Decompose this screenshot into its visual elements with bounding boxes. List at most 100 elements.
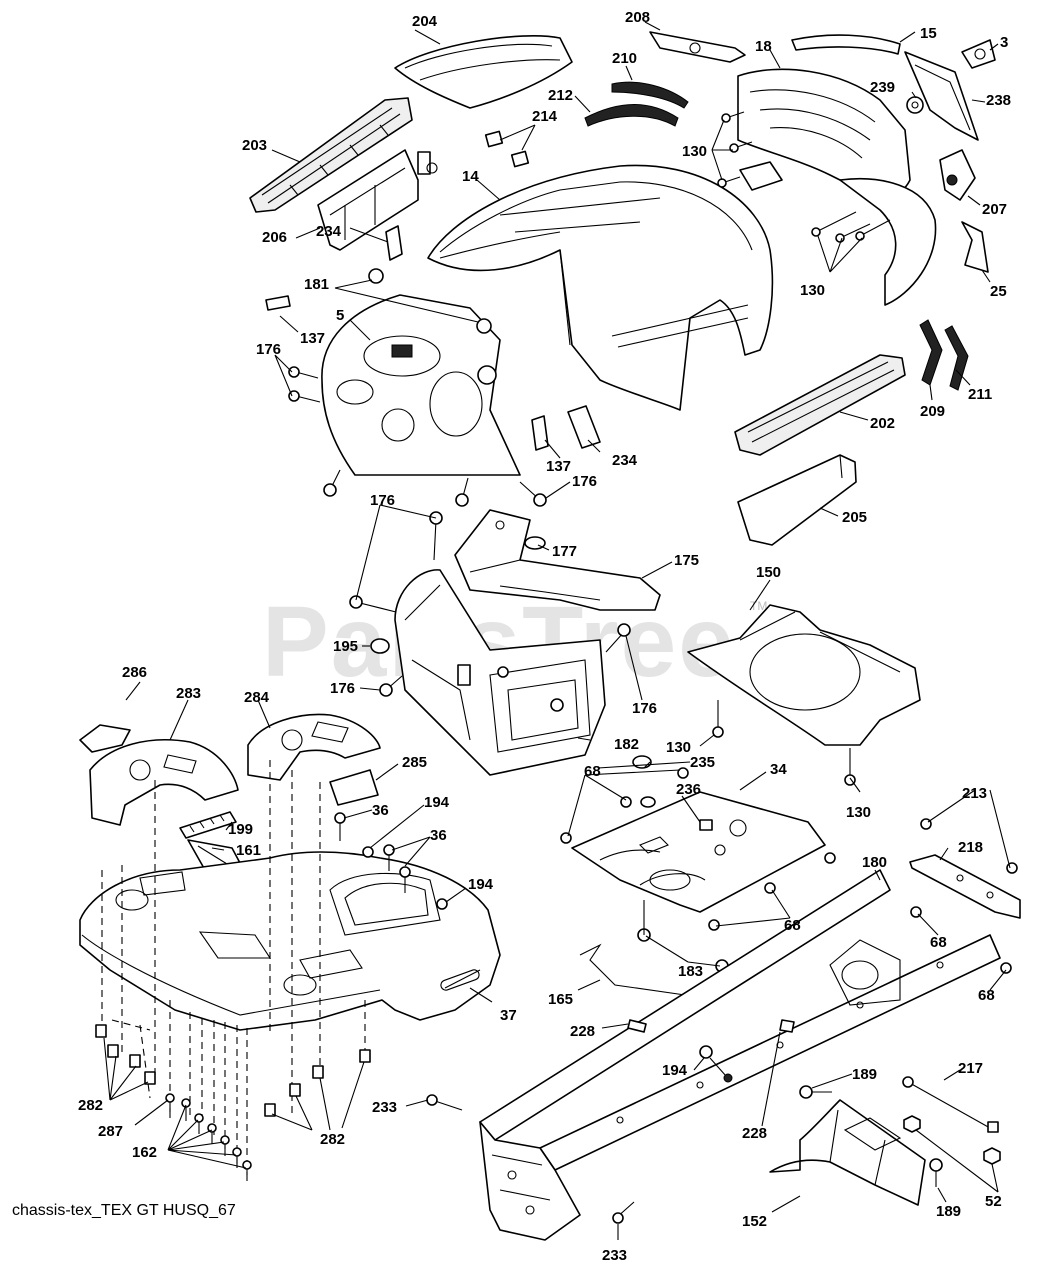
callout-206: 206 [262,229,287,246]
part-lower-grille-202 [734,354,906,456]
callout-286: 286 [122,664,147,681]
callout-14: 14 [462,168,479,185]
callout-176-b: 176 [572,473,597,490]
callout-25: 25 [990,283,1007,300]
callout-218: 218 [958,839,983,856]
callout-235: 235 [690,754,715,771]
callout-176-d: 176 [330,680,355,697]
callout-202: 202 [870,415,895,432]
part-rod-165 [579,943,686,996]
hardware-36-194 [334,812,448,910]
callout-34: 34 [770,761,787,778]
callout-207: 207 [982,201,1007,218]
part-front-shroud [737,68,911,198]
part-inserts-209-211 [919,319,969,391]
callout-236: 236 [676,781,701,798]
part-clip-199 [179,811,237,839]
callout-203: 203 [242,137,267,154]
part-headlight-housing-207 [939,149,976,201]
part-bottom-panel-205 [737,454,857,546]
part-grille-bracket [317,149,438,251]
callout-68-d: 68 [978,987,995,1004]
callout-214: 214 [532,108,558,125]
callout-209: 209 [920,403,945,420]
callout-68-a: 68 [584,763,601,780]
callout-194-b: 194 [468,876,494,893]
callout-3: 3 [1000,34,1008,51]
callout-211: 211 [968,386,992,403]
part-fender-cap-286 [79,724,131,753]
callout-194-c: 194 [662,1062,688,1079]
callout-150: 150 [756,564,781,581]
callout-283: 283 [176,685,201,702]
callout-208: 208 [625,9,650,26]
part-nuts-52 [903,1115,1001,1165]
callout-130-b: 130 [800,282,825,299]
callout-18: 18 [755,38,772,55]
callout-183: 183 [678,963,703,980]
bolts-68 [560,767,1018,974]
part-fittings-228 [627,1019,795,1033]
part-frame-180 [479,869,1001,1241]
bolts-189 [799,1085,943,1187]
clips-282 [95,1024,371,1117]
callout-161: 161 [236,842,261,859]
callout-210: 210 [612,50,637,67]
callout-176-e: 176 [632,700,657,717]
part-dash-panel-5 [321,294,521,476]
screws-162-287 [165,1093,252,1181]
part-lower-shroud [839,177,937,306]
part-main-hood [427,164,774,411]
callout-15: 15 [920,25,937,42]
part-fender-panel-283 [89,739,239,826]
part-bracket-137-right [531,415,549,451]
callout-195: 195 [333,638,358,655]
part-trim-strip-15 [791,34,901,55]
part-grille-insert-212 [584,104,679,127]
callout-194-a: 194 [424,794,450,811]
screws-130-middle [712,700,856,786]
callout-233-b: 233 [602,1247,627,1264]
part-skid-plate-152 [769,1099,926,1206]
part-grip-285 [329,769,379,806]
callout-228-b: 228 [742,1125,767,1142]
callout-176-c: 176 [370,492,395,509]
callout-233-a: 233 [372,1099,397,1116]
callout-152: 152 [742,1213,767,1230]
callout-130-d: 130 [846,804,871,821]
part-dash-tower-182 [394,569,606,776]
callout-175: 175 [674,552,699,569]
callout-234-a: 234 [316,223,342,240]
callout-212: 212 [548,87,573,104]
callout-68-c: 68 [930,934,947,951]
callout-205: 205 [842,509,867,526]
part-bracket-218 [909,854,1021,919]
callout-287: 287 [98,1123,123,1140]
callout-199: 199 [228,821,253,838]
part-bolt-137-left [265,295,291,311]
part-front-grille [249,97,413,213]
part-grommet-195 [370,638,390,654]
callout-5: 5 [336,307,344,324]
callout-36-b: 36 [430,827,447,844]
part-retainer-239 [906,96,924,114]
part-rod-217 [902,1076,999,1133]
callout-284: 284 [244,689,270,706]
callout-282-b: 282 [320,1131,345,1148]
callout-52: 52 [985,1193,1002,1210]
screws-130-right [811,211,891,243]
callout-68-b: 68 [784,917,801,934]
callout-204: 204 [412,13,438,30]
part-fender-panel-284 [247,713,381,781]
part-nut-194 [699,1045,733,1083]
part-insert-234-right [567,405,601,449]
part-clips-181 [368,268,492,334]
callout-238: 238 [986,92,1011,109]
part-emblem-208 [649,31,746,63]
part-hood-top-panel [394,35,573,109]
bolts-183 [637,900,729,973]
callout-239: 239 [870,79,895,96]
callout-181: 181 [304,276,329,293]
part-clips-214 [484,130,530,168]
